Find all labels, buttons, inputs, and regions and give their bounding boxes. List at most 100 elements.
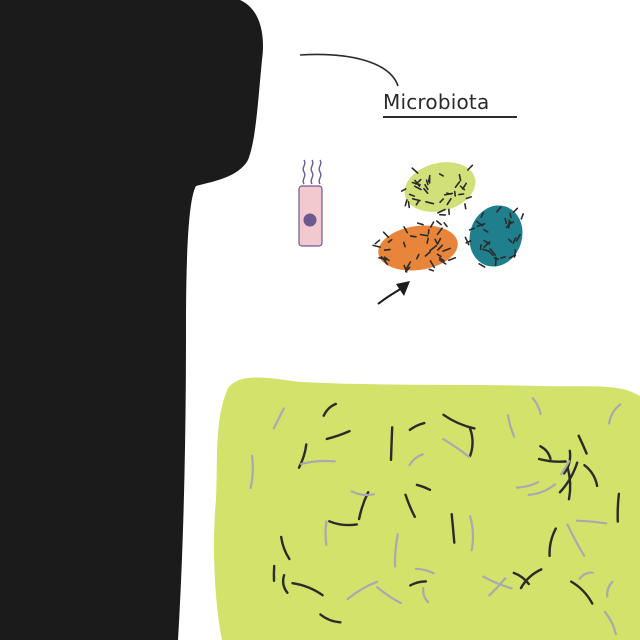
bacterial-rod — [297, 443, 308, 469]
bacterium-hair — [465, 240, 472, 244]
bacterium-hair — [402, 241, 406, 248]
bacterial-rod — [300, 459, 336, 465]
bacterial-rod — [527, 483, 557, 496]
bacterial-rod — [531, 397, 542, 415]
bacterial-rod — [608, 403, 622, 425]
bacterial-rod — [408, 421, 426, 432]
bacterium-hair — [459, 185, 466, 191]
bacterial-rod — [249, 454, 254, 490]
connector-line — [299, 53, 399, 87]
bacterial-rod — [442, 438, 470, 458]
bacterium-hair — [515, 233, 521, 242]
bacterium-hair — [411, 167, 419, 174]
bacterial-rod — [319, 613, 342, 624]
bacterial-rod — [414, 567, 435, 575]
bacterial-rod — [450, 513, 456, 544]
bacterium-hair — [425, 179, 429, 186]
bacterium-hair — [427, 174, 431, 183]
bacterial-rod — [560, 460, 571, 476]
bacterium-hair — [407, 201, 411, 209]
bacterium-hair — [372, 244, 382, 248]
bacterium-teal — [464, 205, 525, 268]
bacterium-hair — [387, 238, 393, 243]
bacterial-rod — [515, 481, 540, 489]
bacteria-colony-blob — [214, 377, 640, 640]
bacterial-rod — [328, 520, 358, 527]
bacterial-rod — [409, 580, 428, 587]
bacterium-hair — [458, 193, 465, 196]
bacterium-hair — [404, 199, 408, 207]
microbiota-label-underline: Microbiota — [383, 90, 517, 118]
bacterium-hair — [512, 237, 517, 244]
bacterial-rod — [512, 571, 530, 586]
epithelial-cell-icon — [298, 159, 323, 247]
bacterium-hair — [438, 259, 447, 265]
bacterial-rod — [346, 580, 379, 601]
bacterial-rod — [325, 429, 351, 441]
bacterial-rod — [488, 577, 507, 597]
bacterium-hair — [475, 220, 484, 227]
bacterial-rod — [469, 515, 475, 552]
bacterium-hair — [468, 227, 476, 231]
bacterium-hair — [409, 235, 417, 238]
bacterium-hair — [423, 187, 429, 194]
bacterium-hair — [383, 248, 391, 251]
bacterial-rod — [519, 568, 543, 590]
bacterium-hair — [493, 257, 500, 261]
bacterial-rod — [548, 527, 557, 558]
bacterium-hair — [405, 261, 412, 270]
bacterium-hair — [509, 212, 512, 219]
bacterium-hair — [499, 255, 506, 259]
bacterium-hair — [400, 188, 407, 192]
bacterium-hair — [504, 217, 508, 225]
bacterial-rod — [583, 464, 599, 488]
bacterium-hair — [465, 196, 473, 200]
bacterial-rod — [577, 434, 588, 455]
bacterium-hair — [383, 256, 390, 262]
bacterium-hair — [458, 173, 462, 182]
bacterium-hair — [489, 248, 497, 256]
bacterial-rod — [350, 490, 376, 497]
bacterium-hair — [424, 251, 432, 257]
bacterium-hair — [447, 256, 457, 262]
bacterium-hair — [436, 227, 443, 236]
bacterium-lime — [400, 162, 476, 216]
microbiota-label: Microbiota — [383, 90, 490, 114]
bacterium-hair — [507, 238, 513, 243]
bacterium-hair — [419, 233, 429, 237]
bacterium-hair — [429, 221, 435, 228]
bacterial-rod — [468, 427, 474, 458]
bacterium-hair — [411, 181, 421, 186]
bacterial-rod — [482, 575, 513, 590]
bacterial-rod — [324, 520, 328, 546]
bacterial-rod — [393, 533, 399, 568]
bacterial-rod — [616, 492, 621, 523]
bacterium-hair — [446, 192, 452, 195]
bacterial-rod — [606, 580, 614, 598]
bacterial-rod — [291, 582, 324, 597]
bacterial-rod — [422, 586, 430, 604]
bacterial-rod — [376, 586, 402, 605]
bacterium-hair — [479, 244, 482, 251]
bacterium-hair — [403, 264, 408, 273]
bacterium-hair — [403, 226, 409, 234]
bacterium-hair — [408, 193, 416, 197]
bacterium-hair — [437, 244, 444, 251]
curved-arrow-icon — [377, 281, 410, 305]
bacterial-rod — [280, 535, 291, 561]
bacterial-rod — [281, 574, 289, 594]
bacterium-hair — [464, 203, 467, 210]
bacterium-hair — [438, 256, 445, 262]
bacterium-hair — [426, 237, 430, 244]
bacterium-hair — [496, 206, 502, 213]
bacterial-rod — [404, 493, 416, 518]
bacterial-rod — [566, 523, 586, 557]
bacterium-hair — [380, 256, 387, 262]
bacterium-hair — [374, 239, 381, 245]
bacterium-hair — [453, 190, 457, 197]
bacterial-rod — [389, 426, 394, 462]
bacterium-hair — [437, 237, 442, 245]
bacterium-hair — [413, 185, 422, 191]
bacterium-hair — [428, 268, 435, 272]
bacterial-rod — [575, 519, 608, 525]
